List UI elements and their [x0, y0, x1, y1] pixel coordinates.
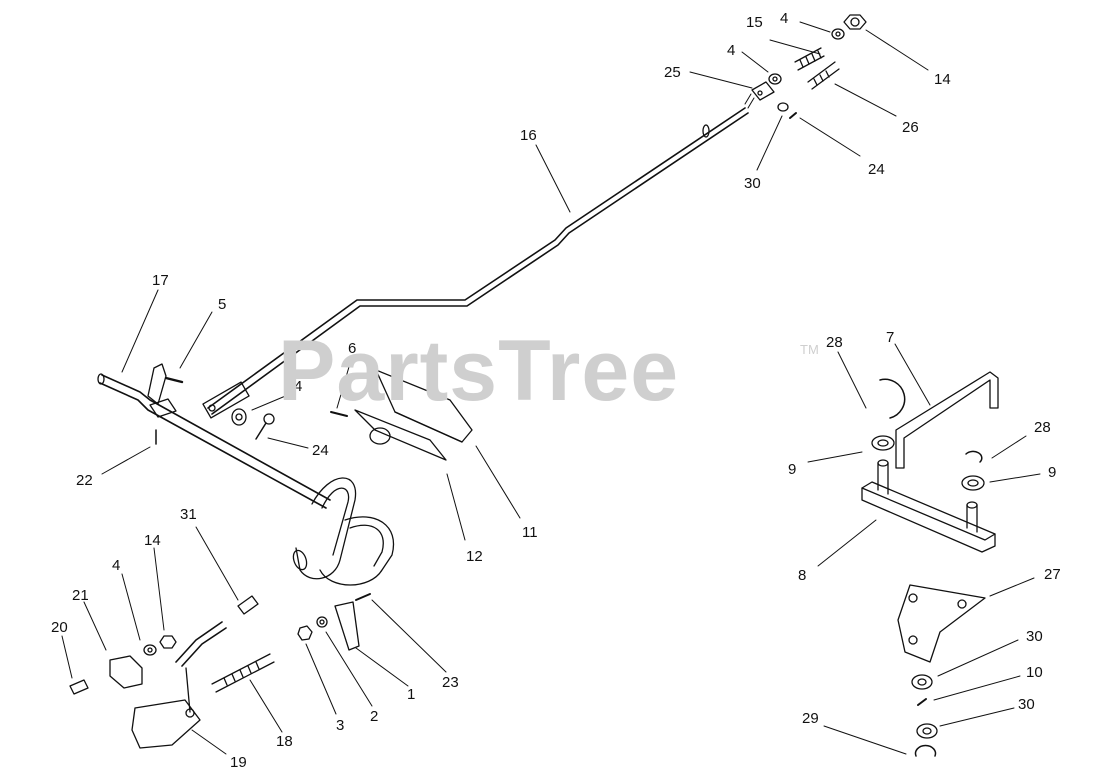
- callout-31: 31: [180, 506, 197, 523]
- control-rod-part-16: [202, 93, 755, 419]
- top-hardware-group: [751, 14, 867, 119]
- callout-26: 26: [902, 119, 919, 136]
- callout-16: 16: [520, 127, 537, 144]
- callout-11: 11: [522, 524, 538, 541]
- callout-14: 14: [934, 71, 951, 88]
- callout-8: 8: [798, 567, 806, 584]
- callout-30: 30: [1026, 628, 1043, 645]
- callout-29: 29: [802, 710, 819, 727]
- callout-15: 15: [746, 14, 763, 31]
- center-small-parts: [231, 369, 473, 461]
- callout-3: 3: [336, 717, 344, 734]
- right-bracket-assembly: [861, 371, 999, 757]
- callout-20: 20: [51, 619, 68, 636]
- callout-4: 4: [780, 10, 788, 27]
- callout-12: 12: [466, 548, 483, 565]
- callout-24: 24: [312, 442, 329, 459]
- callout-9: 9: [788, 461, 796, 478]
- callout-6: 6: [348, 340, 356, 357]
- lever-shaft-assembly: [97, 363, 395, 586]
- callout-7: 7: [886, 329, 894, 346]
- callout-4: 4: [294, 378, 302, 395]
- callout-28: 28: [826, 334, 843, 351]
- callout-18: 18: [276, 733, 293, 750]
- callout-24: 24: [868, 161, 885, 178]
- callout-10: 10: [1026, 664, 1043, 681]
- callout-30: 30: [1018, 696, 1035, 713]
- callout-17: 17: [152, 272, 169, 289]
- callout-21: 21: [72, 587, 89, 604]
- callout-14: 14: [144, 532, 161, 549]
- trademark-mark: TM: [800, 342, 819, 357]
- watermark-logo: PartsTree: [278, 323, 680, 419]
- callout-30: 30: [744, 175, 761, 192]
- callout-23: 23: [442, 674, 459, 691]
- callout-4: 4: [727, 42, 735, 59]
- callout-19: 19: [230, 754, 247, 771]
- callout-25: 25: [664, 64, 681, 81]
- callout-1: 1: [407, 686, 415, 703]
- callout-numbers: 15 4 14 4 25 26 24 30 16 17 5 6 4 24 22 …: [51, 10, 1061, 771]
- callout-4: 4: [112, 557, 120, 574]
- callout-22: 22: [76, 472, 93, 489]
- callout-2: 2: [370, 708, 378, 725]
- leader-lines: [61, 21, 1041, 755]
- callout-9: 9: [1048, 464, 1056, 481]
- callout-5: 5: [218, 296, 226, 313]
- callout-27: 27: [1044, 566, 1061, 583]
- bottom-left-parts: [69, 593, 371, 749]
- callout-28: 28: [1034, 419, 1051, 436]
